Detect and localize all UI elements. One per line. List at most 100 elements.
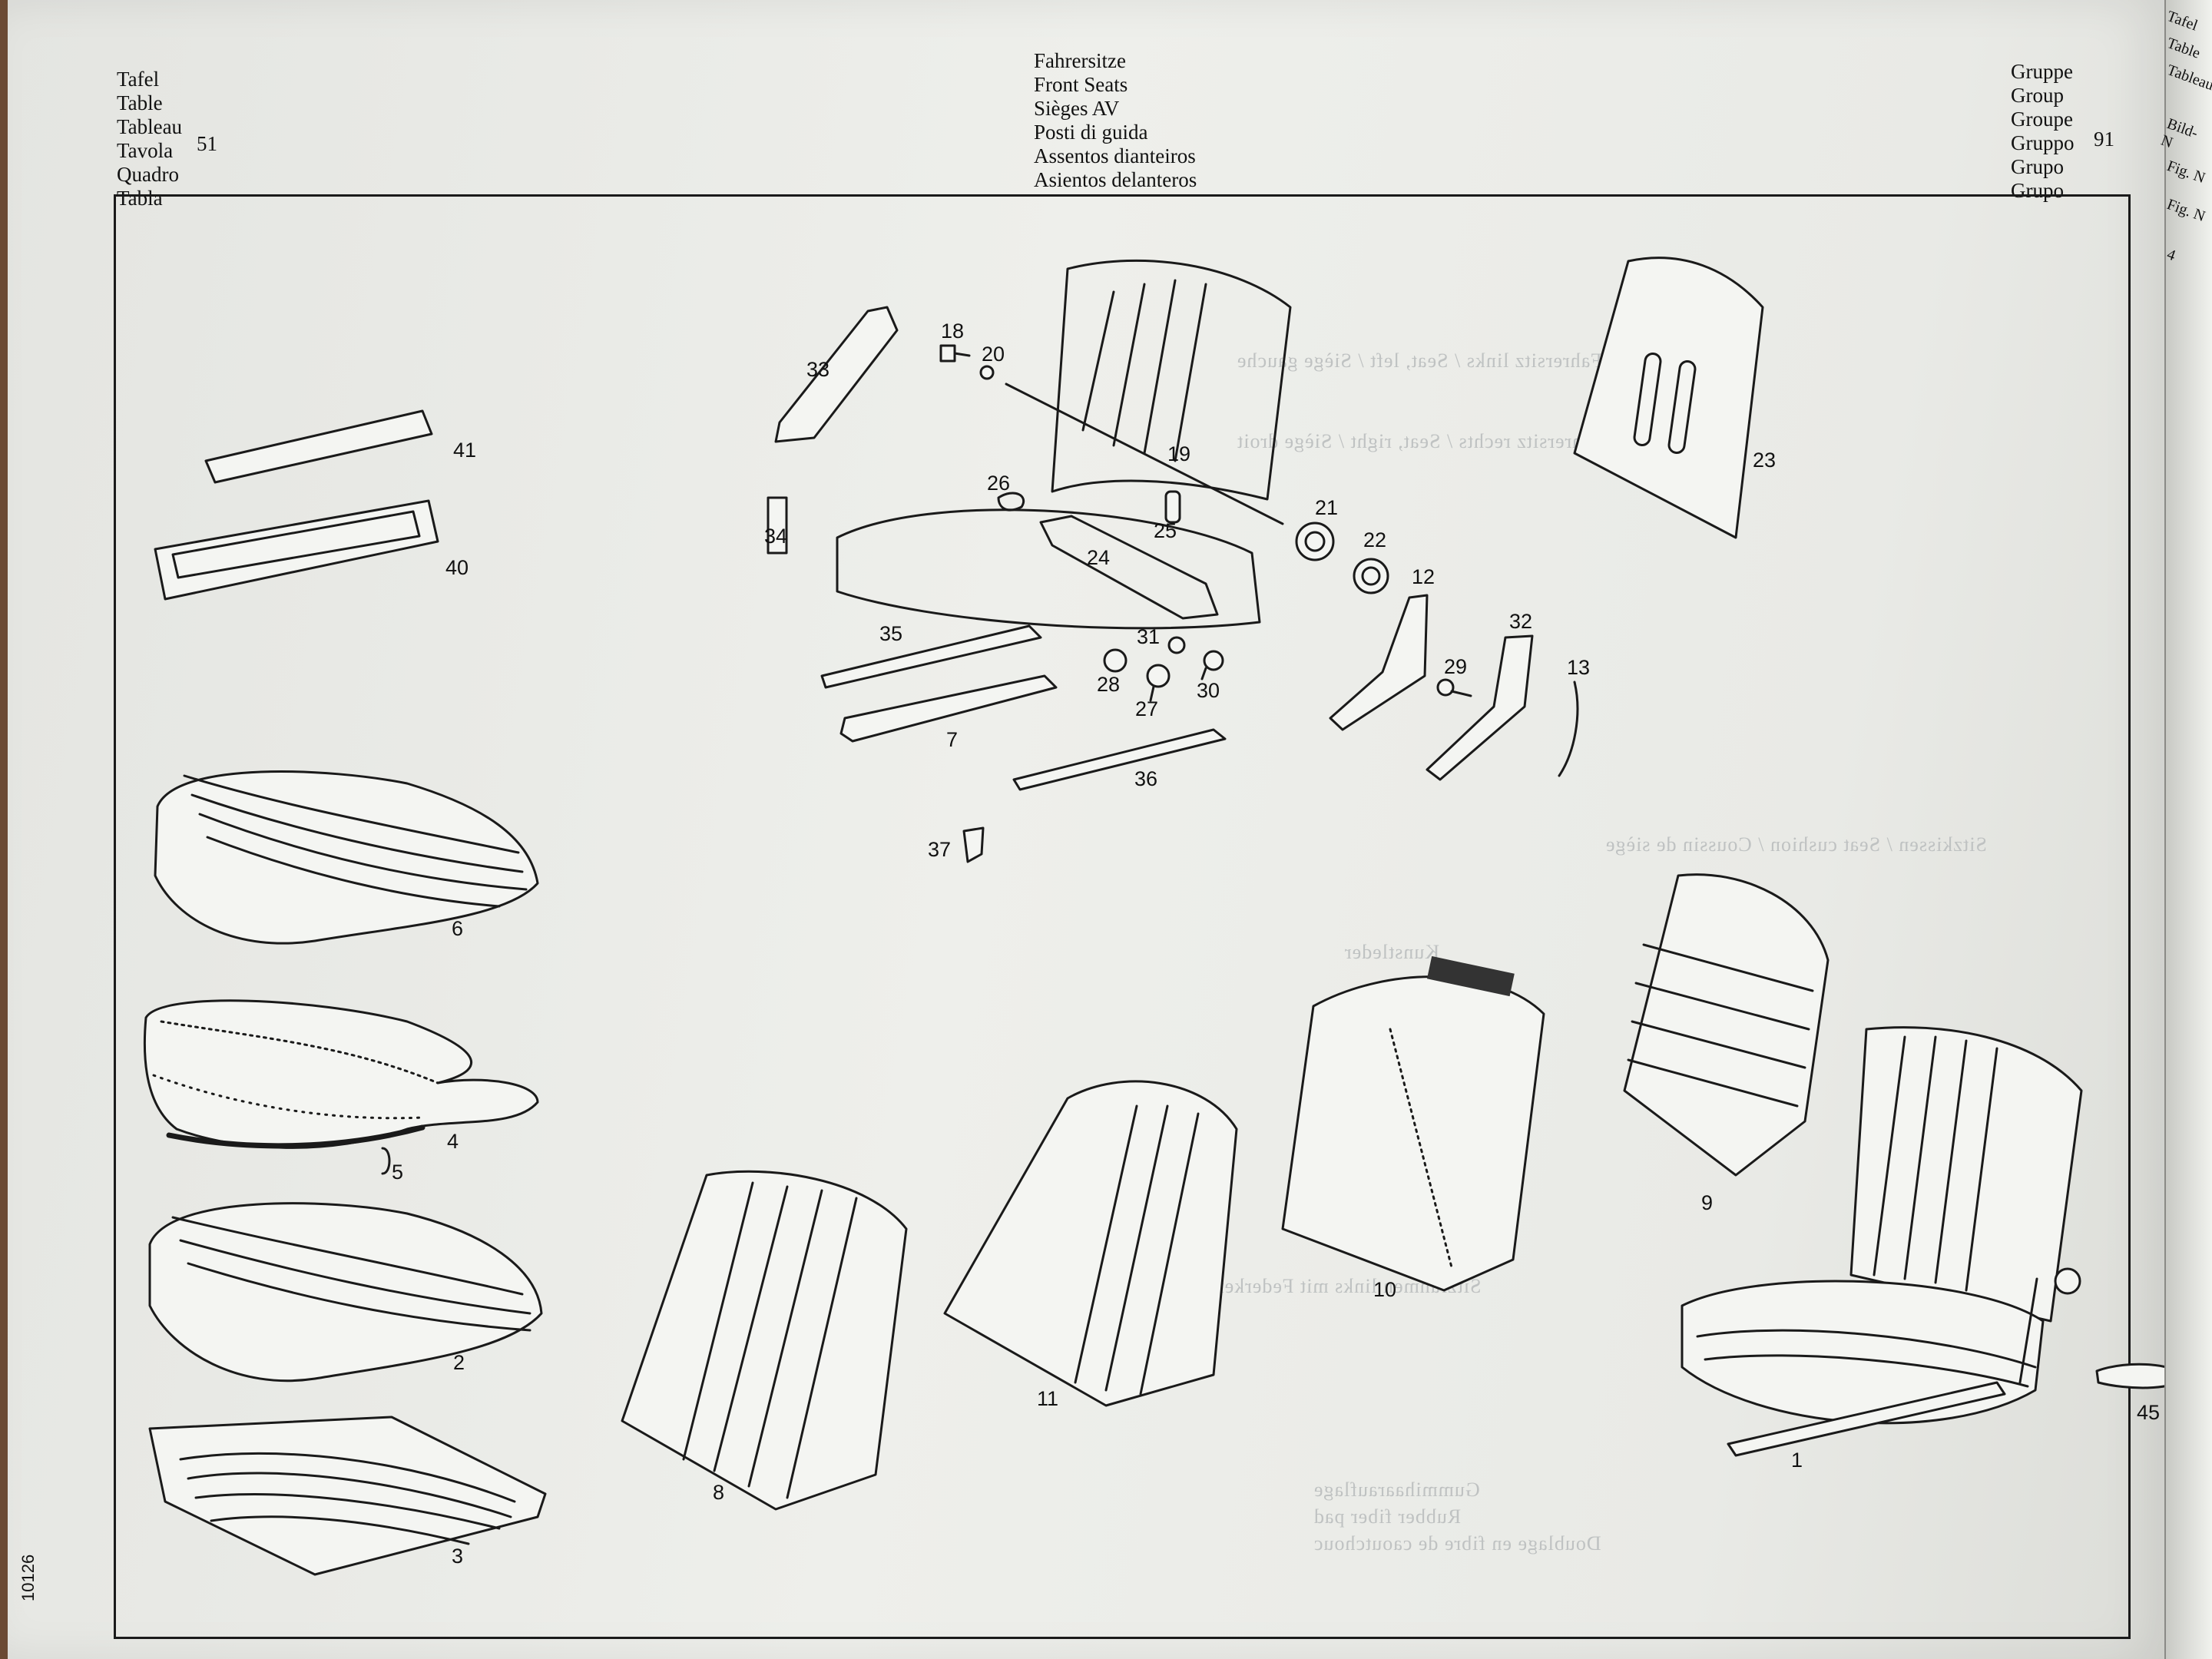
- callout-22: 22: [1363, 528, 1386, 551]
- part-35-rail: [820, 624, 1042, 689]
- table-labels: Tafel Table Tableau Tavola Quadro Tabla: [117, 68, 182, 210]
- callout-34: 34: [764, 525, 787, 548]
- callout-27: 27: [1135, 697, 1158, 720]
- callout-8: 8: [713, 1481, 724, 1504]
- callout-35: 35: [879, 622, 902, 645]
- callout-28: 28: [1097, 673, 1120, 696]
- part-9-backrest-frame: [1623, 873, 1830, 1177]
- callout-7: 7: [946, 728, 958, 751]
- next-page-edge: Tafel Table Tableau Bild-N Fig. N Fig. N…: [2159, 0, 2212, 1659]
- part-24-mechanism: [1039, 490, 1219, 620]
- group-label: Groupe: [2011, 108, 2073, 131]
- group-label: Gruppe: [2011, 60, 2073, 83]
- table-label: Tabla: [117, 187, 163, 210]
- callout-1: 1: [1791, 1449, 1803, 1472]
- callout-4: 4: [447, 1130, 459, 1153]
- part-8-backrest-cover: [621, 1170, 908, 1511]
- title-en: Front Seats: [1034, 73, 1128, 96]
- exploded-seat-diagram: 41 40 6 4 5 2 3 33 18 20 19 26 34 25 24 …: [143, 257, 2167, 1576]
- table-label: Quadro: [117, 163, 179, 186]
- callout-40: 40: [445, 556, 469, 579]
- callout-2: 2: [453, 1351, 465, 1374]
- part-20-washer: [979, 365, 995, 380]
- backrest-outline: [836, 259, 1292, 630]
- catalog-page: Tafel Table Tableau Tavola Quadro Tabla …: [8, 0, 2167, 1659]
- callout-30: 30: [1197, 679, 1220, 702]
- part-27-screw: [1146, 664, 1171, 702]
- callout-19: 19: [1167, 442, 1190, 465]
- diagram-frame: [114, 194, 2131, 1639]
- group-label: Grupo: [2011, 179, 2064, 202]
- title-it: Posti di guida: [1034, 121, 1148, 144]
- part-28-nut: [1103, 648, 1128, 673]
- callout-20: 20: [982, 343, 1005, 366]
- title-fr: Sièges AV: [1034, 97, 1120, 120]
- next-page-label: Tableau: [2164, 61, 2212, 94]
- part-40-tray: [154, 499, 439, 601]
- part-2-cover: [148, 1202, 543, 1382]
- title-es: Asientos delanteros: [1034, 168, 1197, 191]
- part-1-complete-seat: [1681, 1026, 2083, 1457]
- part-21-knob: [1295, 522, 1335, 561]
- part-13-spring-wire: [1558, 680, 1579, 777]
- callout-10: 10: [1373, 1278, 1396, 1301]
- part-25-pin: [1164, 490, 1181, 524]
- callout-26: 26: [987, 472, 1010, 495]
- table-label: Tavola: [117, 139, 174, 162]
- group-labels: Gruppe Group Groupe Gruppo Grupo Grupo: [2011, 60, 2075, 203]
- part-11-backrest-cover: [943, 1080, 1238, 1407]
- callout-31: 31: [1137, 625, 1160, 648]
- callout-25: 25: [1154, 519, 1177, 542]
- table-number: 51: [197, 132, 217, 155]
- callout-5: 5: [392, 1161, 403, 1184]
- part-29-bolt: [1436, 678, 1472, 697]
- title-de: Fahrersitze: [1034, 49, 1126, 72]
- callout-13: 13: [1567, 656, 1590, 679]
- callout-36: 36: [1134, 767, 1157, 790]
- callout-11: 11: [1037, 1387, 1058, 1410]
- part-32-hinge-arm: [1426, 634, 1534, 781]
- table-label: Tafel: [117, 68, 160, 91]
- callout-18: 18: [941, 320, 964, 343]
- callout-33: 33: [806, 358, 830, 381]
- part-34-hinge: [767, 496, 788, 555]
- part-45-cap: [2095, 1363, 2167, 1389]
- group-number: 91: [2094, 127, 2114, 151]
- callout-29: 29: [1444, 655, 1467, 678]
- part-23-backrest-panel: [1573, 257, 1764, 539]
- part-6-cushion: [154, 770, 539, 945]
- callout-3: 3: [452, 1545, 463, 1568]
- callout-24: 24: [1087, 546, 1110, 569]
- part-30-screw: [1200, 650, 1224, 680]
- part-3-spring-frame: [148, 1416, 547, 1576]
- callout-21: 21: [1315, 496, 1338, 519]
- callout-37: 37: [928, 838, 951, 861]
- callout-6: 6: [452, 917, 463, 940]
- part-7-runner: [839, 674, 1058, 743]
- callout-32: 32: [1509, 610, 1532, 633]
- group-label: Group: [2011, 84, 2064, 107]
- part-5-clip: [381, 1147, 391, 1175]
- callout-45: 45: [2137, 1401, 2160, 1424]
- callout-41: 41: [453, 439, 476, 462]
- page-titles: Fahrersitze Front Seats Sièges AV Posti …: [1034, 49, 1197, 192]
- group-label: Grupo: [2011, 155, 2064, 178]
- part-26-latch: [997, 492, 1025, 512]
- part-41-pad: [204, 409, 433, 484]
- part-18-bolt: [939, 344, 971, 363]
- title-pt: Assentos dianteiros: [1034, 144, 1196, 167]
- next-page-label: Fig. N: [2164, 196, 2208, 226]
- part-31-washer: [1167, 636, 1186, 654]
- callout-9: 9: [1701, 1191, 1713, 1214]
- table-label: Tableau: [117, 115, 183, 138]
- group-label: Gruppo: [2011, 131, 2075, 154]
- next-page-label: Table: [2164, 35, 2203, 62]
- table-label: Table: [117, 91, 163, 114]
- part-10-backrest-foam: [1281, 955, 1545, 1292]
- callout-23: 23: [1753, 449, 1776, 472]
- next-page-label: Fig. N: [2164, 157, 2208, 187]
- next-page-label: Bild-N: [2158, 115, 2200, 152]
- callout-12: 12: [1412, 565, 1435, 588]
- next-page-label: 4: [2164, 246, 2178, 265]
- part-33-bracket: [774, 306, 899, 443]
